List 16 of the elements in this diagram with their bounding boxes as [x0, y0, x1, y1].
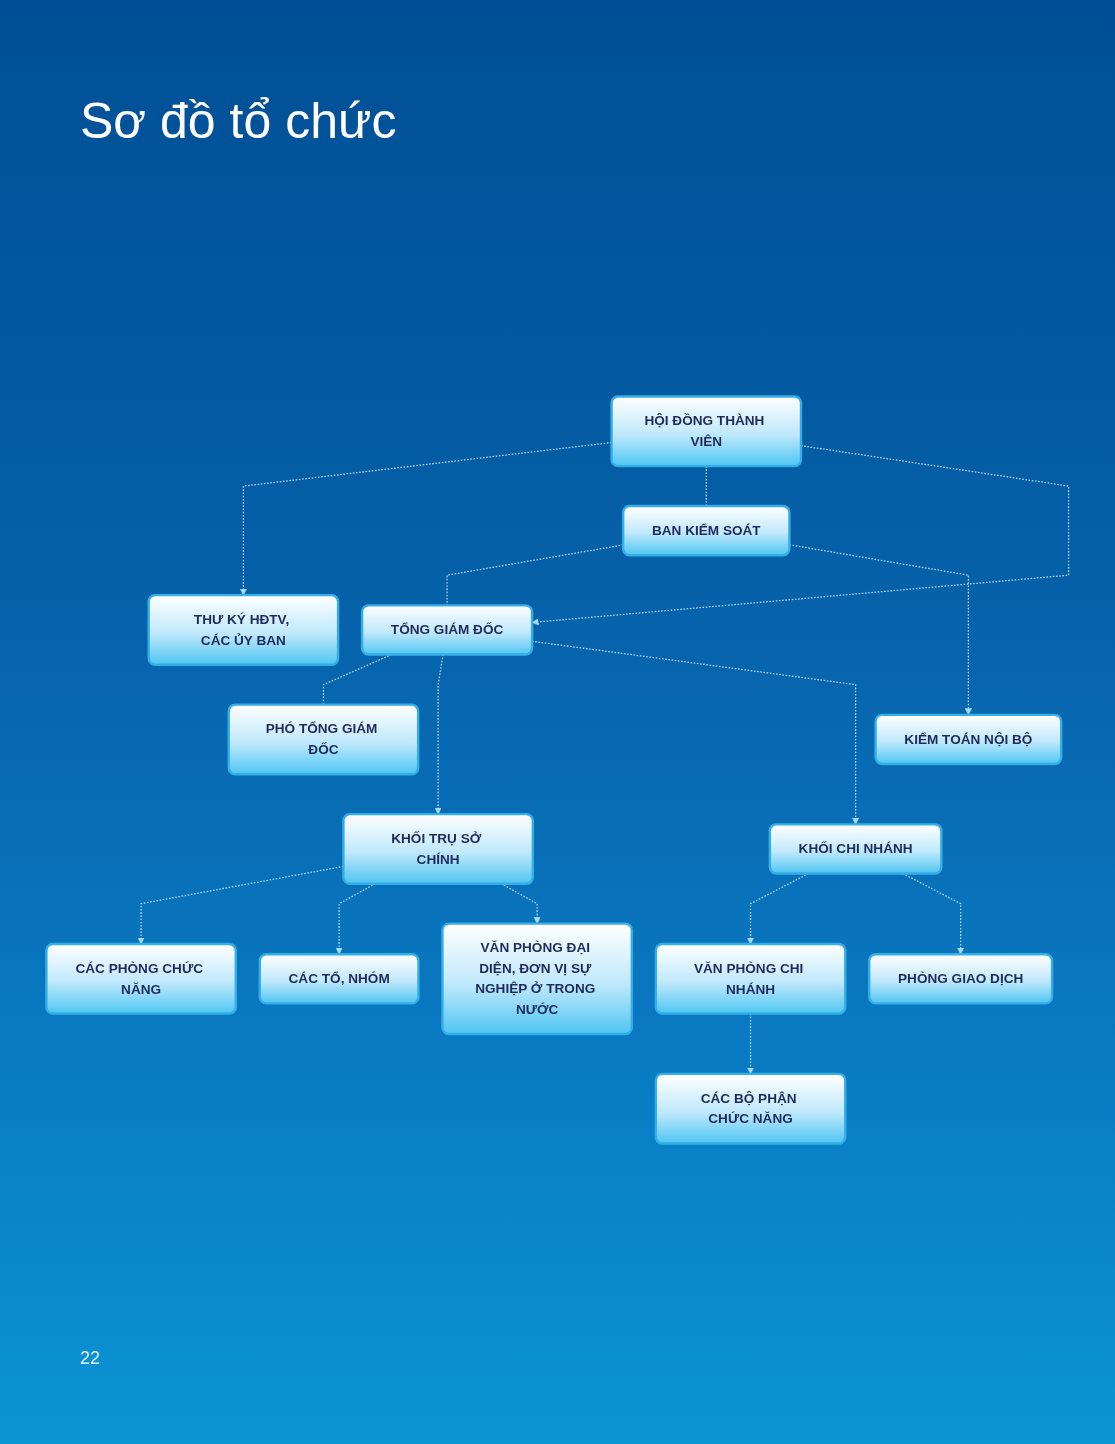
node-box: KHỐI CHI NHÁNH [768, 823, 943, 875]
node-box: THƯ KÝ HĐTV, CÁC ỦY BAN [147, 593, 340, 666]
page-title: Sơ đồ tổ chức [80, 92, 397, 150]
node-box: CÁC TỔ, NHÓM [258, 953, 420, 1005]
node-box: VĂN PHÒNG ĐẠI DIỆN, ĐƠN VỊ SỰ NGHIỆP Ở TRONG NƯỚC [441, 922, 634, 1036]
node-box: BAN KIỂM SOÁT [621, 504, 791, 557]
node-box: KHỐI TRỤ SỞ CHÍNH [342, 812, 535, 885]
node-box: KIỂM TOÁN NỘI BỘ [874, 713, 1063, 766]
node-box: PHÒNG GIAO DỊCH [868, 953, 1054, 1005]
node-box: HỘI ĐỒNG THÀNH VIÊN [610, 395, 803, 468]
page-number: 22 [80, 1348, 101, 1369]
node-box: PHÓ TỔNG GIÁM ĐỐC [227, 703, 420, 776]
node-box: VĂN PHÒNG CHI NHÁNH [654, 942, 847, 1015]
node-box: CÁC PHÒNG CHỨC NĂNG [45, 942, 237, 1015]
node-box: CÁC BỘ PHẬN CHỨC NĂNG [654, 1072, 847, 1145]
node-box: TỔNG GIÁM ĐỐC [360, 604, 534, 656]
